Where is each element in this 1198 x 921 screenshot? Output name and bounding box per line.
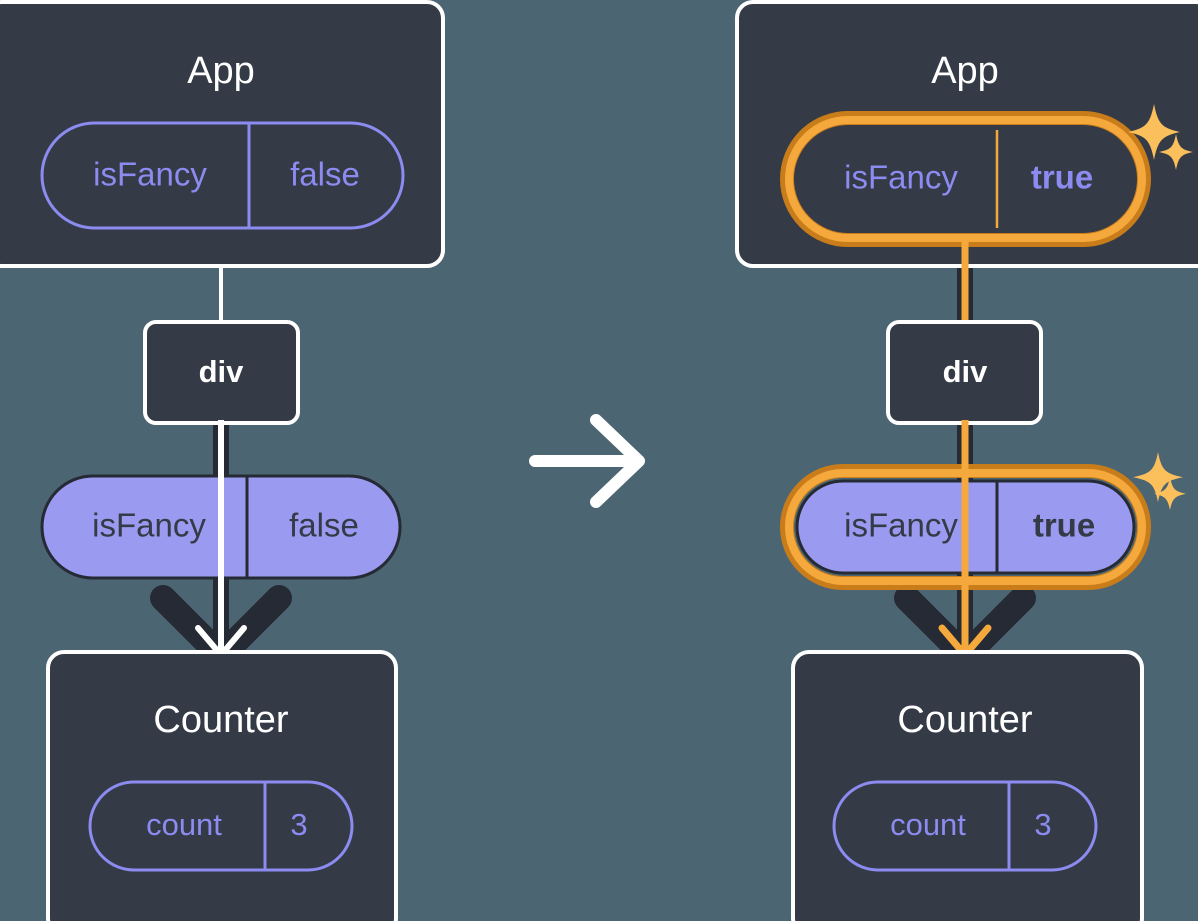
before-app-state-pill[interactable]: isFancy false: [40, 121, 405, 230]
before-app-node[interactable]: App isFancy false: [0, 0, 445, 268]
before-counter-title: Counter: [153, 699, 289, 741]
after-app-pill-name: isFancy: [844, 159, 958, 196]
before-prop-pill-name: isFancy: [92, 507, 206, 544]
after-counter-state-pill[interactable]: count 3: [832, 780, 1098, 872]
after-counter-panel: [791, 650, 1144, 921]
after-counter-node[interactable]: Counter count 3: [791, 650, 1144, 921]
after-prop-pill[interactable]: isFancy true: [780, 452, 1186, 590]
transition-arrow-icon: [529, 414, 645, 508]
sparkle-large-prop: [1133, 452, 1183, 502]
after-counter-title: Counter: [897, 699, 1033, 741]
after-app-node[interactable]: App isFancy true: [735, 0, 1198, 268]
after-counter-pill-name: count: [890, 807, 966, 842]
after-app-pill-value: true: [1031, 159, 1093, 196]
before-counter-state-pill[interactable]: count 3: [88, 780, 354, 872]
after-div-title: div: [943, 354, 989, 389]
after-div-node[interactable]: div: [886, 320, 1043, 425]
before-app-pill-value: false: [290, 156, 360, 193]
before-div-title: div: [199, 354, 245, 389]
arrow-right-icon: [529, 414, 645, 508]
before-app-pill-name: isFancy: [93, 156, 207, 193]
after-prop-pill-value: true: [1033, 507, 1095, 544]
sparkle-small-app: [1159, 134, 1193, 170]
sparkle-small-prop: [1154, 477, 1186, 510]
after-app-state-pill[interactable]: isFancy true: [797, 128, 1134, 230]
after-counter-pill-value: 3: [1034, 807, 1051, 842]
after-app-pill-body: [797, 128, 1134, 230]
before-counter-pill-value: 3: [290, 807, 307, 842]
after-counter-pill-body: [832, 780, 1098, 872]
after-prop-pill-name: isFancy: [844, 507, 958, 544]
before-counter-pill-name: count: [146, 807, 222, 842]
after-app-title: App: [931, 50, 999, 92]
before-app-panel: [0, 0, 445, 268]
before-app-title: App: [187, 50, 255, 92]
before-counter-panel: [46, 650, 398, 921]
before-app-pill-body: [40, 121, 405, 230]
before-counter-node[interactable]: Counter count 3: [46, 650, 398, 921]
sparkle-large-app: [1128, 104, 1180, 160]
before-prop-pill-value: false: [289, 507, 359, 544]
before-div-node[interactable]: div: [143, 320, 300, 425]
before-counter-pill-body: [88, 780, 354, 872]
